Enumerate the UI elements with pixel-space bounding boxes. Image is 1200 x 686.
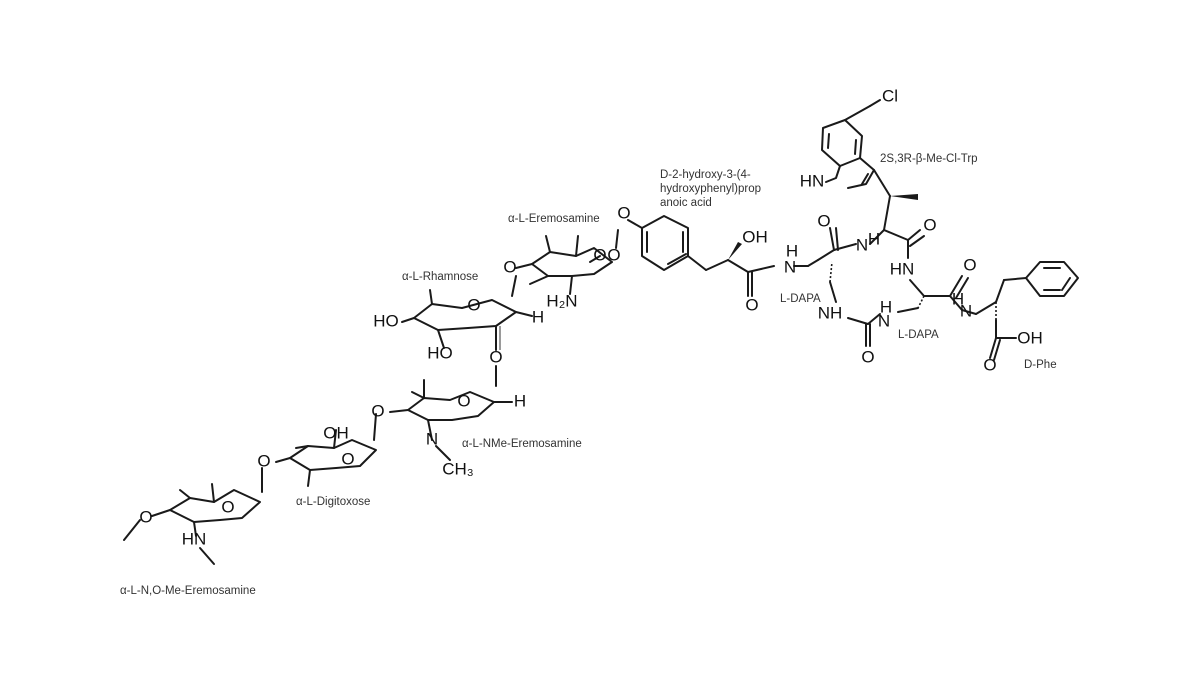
atom-h2n-erem: H₂N: [546, 291, 577, 310]
atom-o-urea: O: [861, 347, 874, 366]
atom-ho-rham2: HO: [427, 343, 453, 362]
atom-h4: H: [952, 289, 964, 308]
atom-hn-nome: HN: [182, 529, 207, 548]
atom-ch3-nme: CH₃: [442, 459, 473, 478]
atom-o-ring-nome: O: [221, 497, 234, 516]
label-n-o-me-eremosamine: α-L-N,O-Me-Eremosamine: [120, 585, 256, 597]
label-phe: D-Phe: [1024, 359, 1057, 371]
atom-o-ring-nme: O: [457, 391, 470, 410]
atom-o-acid: O: [983, 355, 996, 374]
atom-nh-urea1: NH: [818, 303, 843, 322]
atom-o-amide4: O: [963, 255, 976, 274]
atom-h-rham: H: [532, 307, 544, 326]
atom-o-ring-digi: O: [341, 449, 354, 468]
label-eremosamine: α-L-Eremosamine: [508, 213, 600, 225]
atom-hn-indole: HN: [800, 171, 825, 190]
atom-hn3: HN: [890, 259, 915, 278]
atom-o-ring-rham: O: [467, 295, 480, 314]
label-dapa-1: L-DAPA: [780, 293, 821, 305]
atom-o-link-nme: O: [371, 401, 384, 420]
atom-oh-acid: OH: [1017, 328, 1043, 347]
atom-oh-digi: OH: [323, 423, 349, 442]
atom-oh-hpla: OH: [742, 227, 768, 246]
atom-o-amide3: O: [923, 215, 936, 234]
atom-labels: Cl HN O OH O H N O N H O HN O N H NH H N…: [139, 86, 1042, 548]
atom-o-methoxy: O: [139, 507, 152, 526]
label-digitoxose: α-L-Digitoxose: [296, 496, 370, 508]
atom-n-nh1: N: [784, 257, 796, 276]
atom-o-link-rham: O: [503, 257, 516, 276]
label-rhamnose: α-L-Rhamnose: [402, 271, 478, 283]
atom-h-nme: H: [514, 391, 526, 410]
atom-o-link-rham2: O: [489, 347, 502, 366]
atom-o-ring-erem: O: [593, 245, 606, 264]
atom-n4: N: [960, 301, 972, 320]
atom-n-urea2: N: [878, 311, 890, 330]
fragment-labels: α-L-N,O-Me-Eremosamine α-L-Digitoxose α-…: [120, 153, 1057, 597]
bond-skeleton: [123, 99, 1079, 565]
label-dapa-2: L-DAPA: [898, 329, 939, 341]
atom-h-nh1: H: [786, 241, 798, 260]
atom-o-amide1: O: [745, 295, 758, 314]
atom-n-nh2: N: [856, 235, 868, 254]
atom-h-urea2: H: [880, 297, 892, 316]
atom-ho-rham1: HO: [373, 311, 399, 330]
atom-cl: Cl: [882, 86, 898, 105]
label-hpla-line1: D-2-hydroxy-3-(4-: [660, 169, 751, 181]
atom-o-link-erem: O: [607, 245, 620, 264]
atom-o-link-digi: O: [257, 451, 270, 470]
label-hpla-line2: hydroxyphenyl)prop: [660, 183, 761, 195]
atom-o-amide2: O: [817, 211, 830, 230]
atom-n-nme: N: [426, 429, 438, 448]
label-trp: 2S,3R-β-Me-Cl-Trp: [880, 153, 978, 165]
label-nme-eremosamine: α-L-NMe-Eremosamine: [462, 438, 582, 450]
atom-o-ring-hpla: O: [617, 203, 630, 222]
atom-h-nh2: H: [868, 229, 880, 248]
label-hpla-line3: anoic acid: [660, 197, 712, 209]
